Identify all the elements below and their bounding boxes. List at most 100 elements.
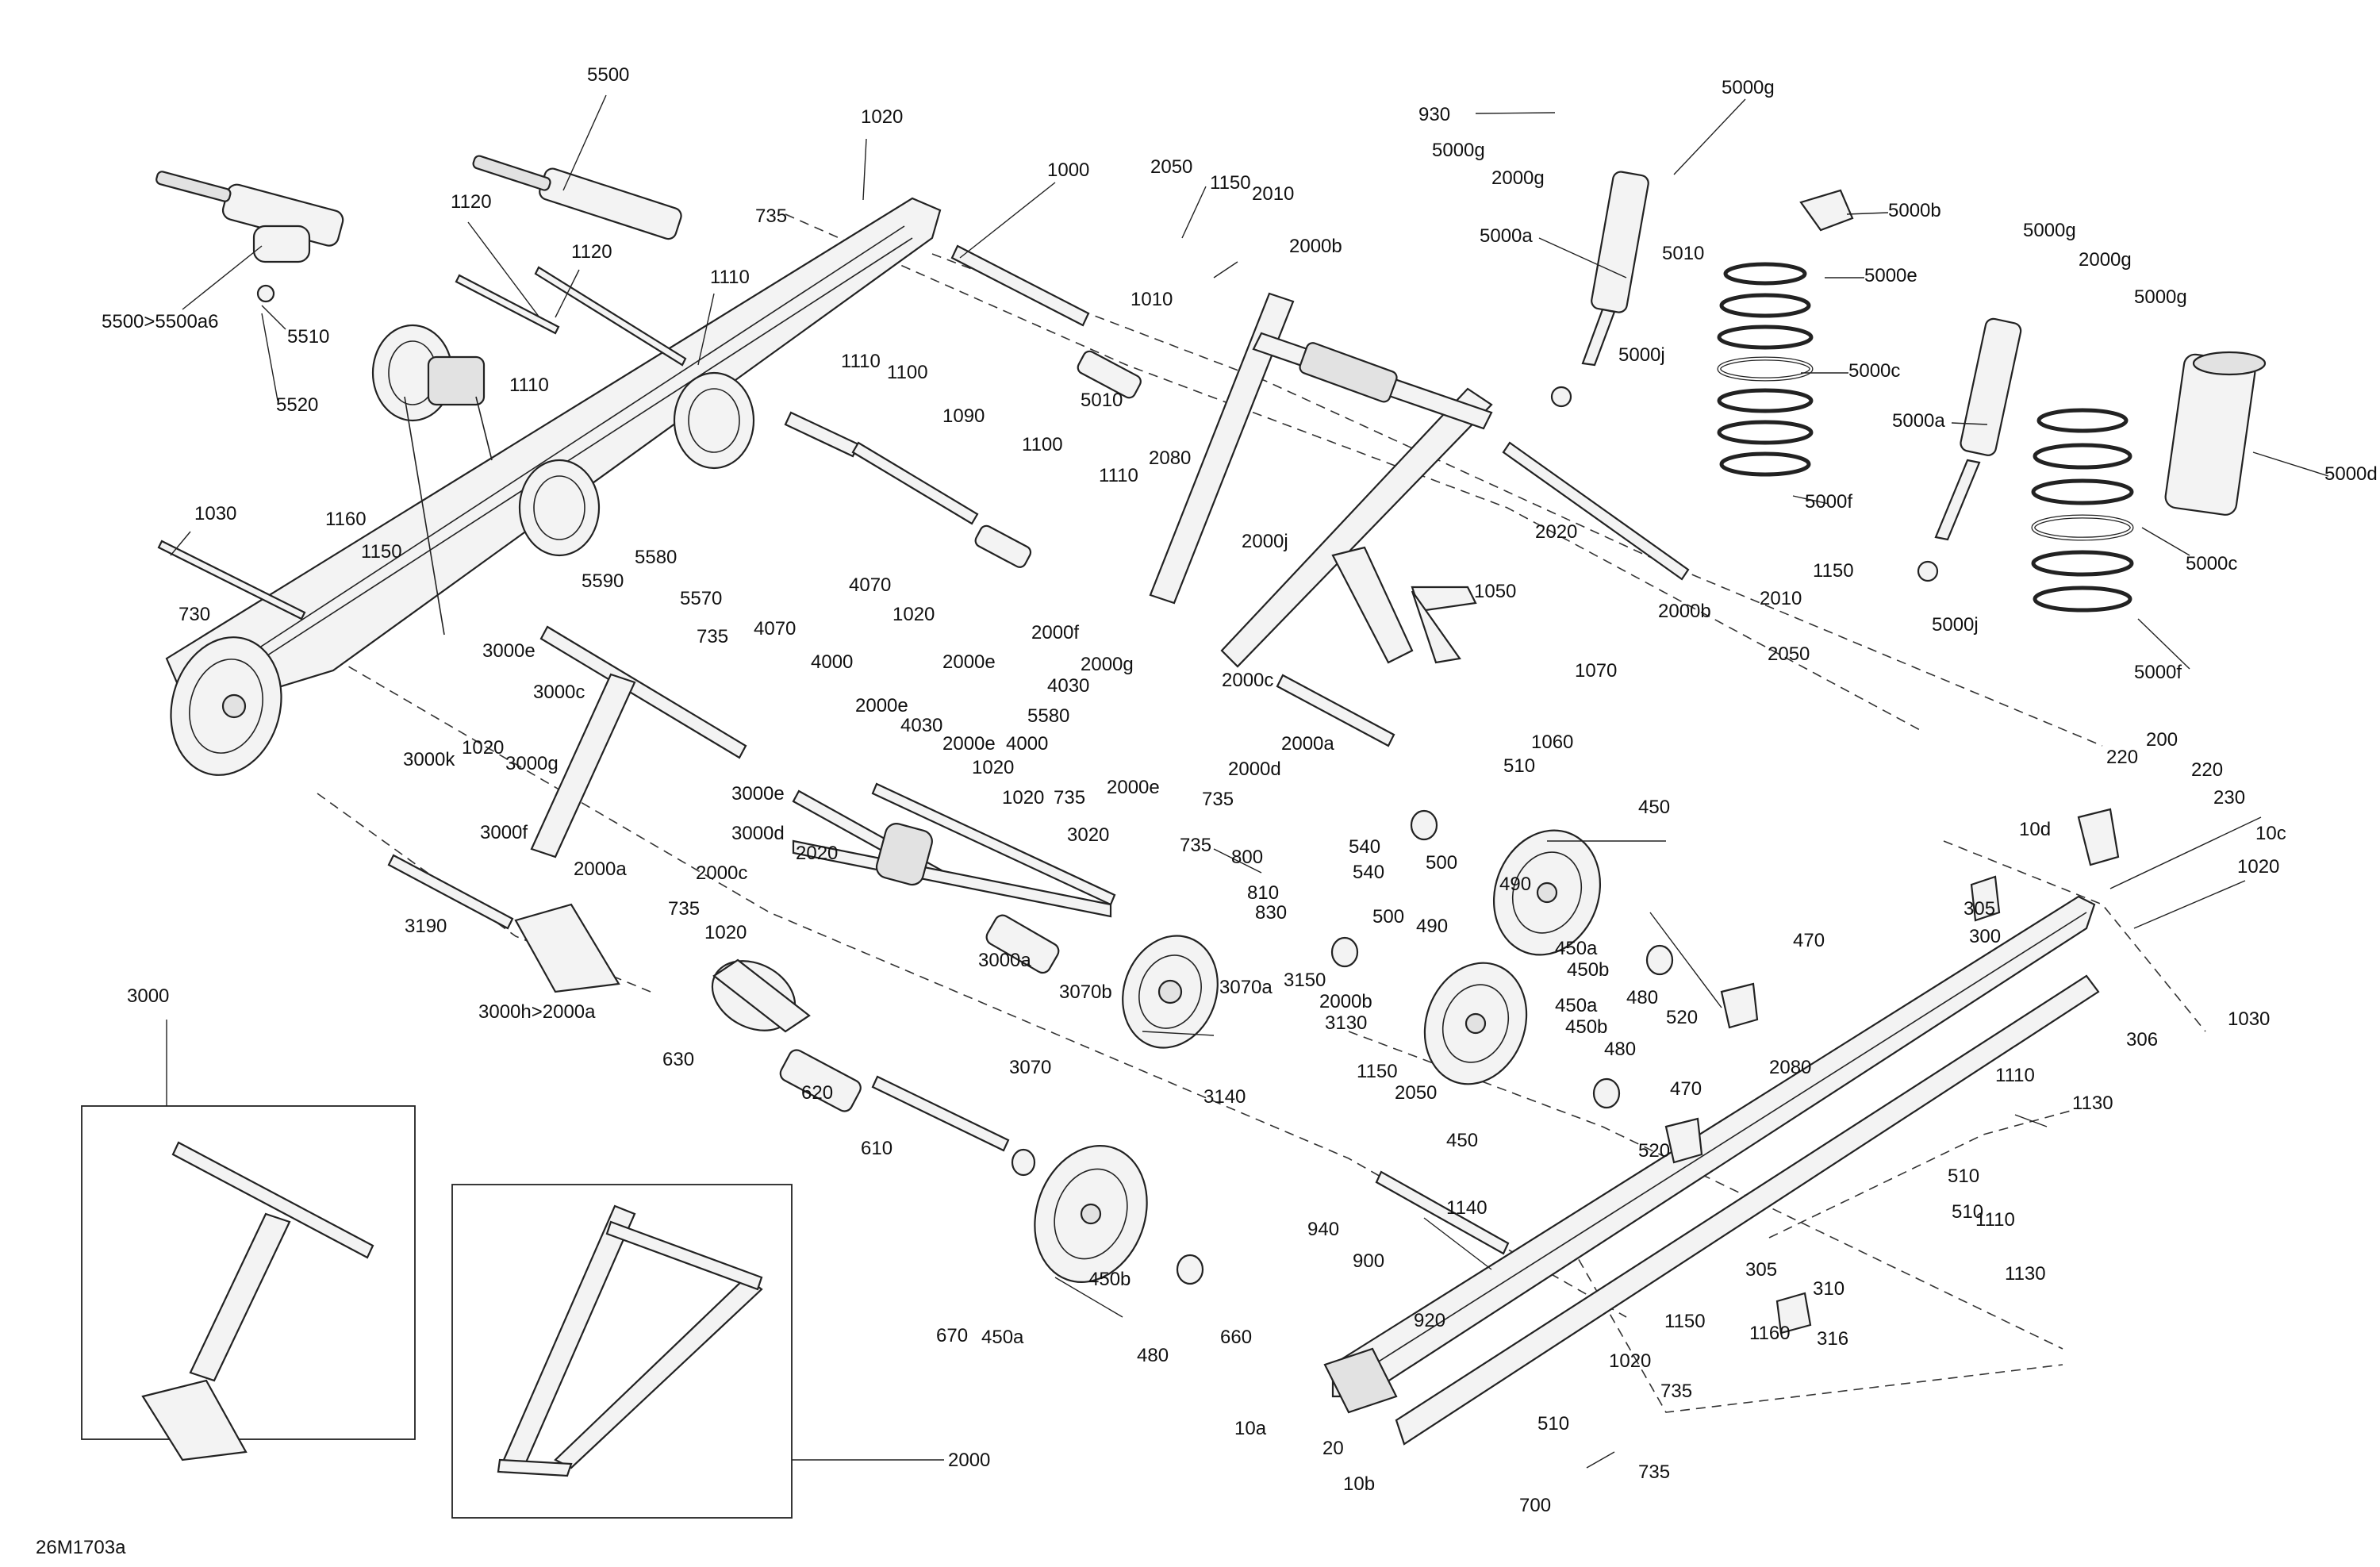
callout-label: 520 bbox=[1666, 1007, 1698, 1028]
callout-label: 1020 bbox=[462, 737, 504, 759]
callout-label: 1150 bbox=[1357, 1061, 1398, 1082]
callout-label: 2000g bbox=[1081, 654, 1134, 675]
callout-label: 500 bbox=[1372, 906, 1404, 928]
callout-label: 660 bbox=[1220, 1327, 1252, 1348]
rear-arm-assembly bbox=[155, 155, 942, 776]
callout-label: 3000a bbox=[978, 950, 1031, 971]
callout-label: 510 bbox=[1503, 755, 1535, 777]
callout-label: 3130 bbox=[1325, 1012, 1367, 1034]
callout-label: 4000 bbox=[811, 651, 853, 673]
callout-label: 10d bbox=[2019, 819, 2051, 840]
callout-label: 735 bbox=[1180, 835, 1211, 856]
callout-label: 1130 bbox=[2005, 1263, 2046, 1285]
callout-label: 450b bbox=[1088, 1269, 1130, 1290]
callout-label: 450a bbox=[1555, 995, 1598, 1016]
callout-label: 220 bbox=[2106, 747, 2138, 768]
callout-label: 2000b bbox=[1319, 991, 1372, 1012]
callout-label: 2050 bbox=[1150, 156, 1192, 178]
callout-label: 3000e bbox=[482, 640, 536, 662]
callout-label: 5000j bbox=[1618, 344, 1665, 366]
callout-label: 1120 bbox=[451, 191, 492, 213]
callout-label: 1150 bbox=[1664, 1311, 1706, 1332]
callout-label: 5000g bbox=[1432, 140, 1485, 161]
callout-label: 510 bbox=[1948, 1166, 1979, 1187]
callout-label: 2000c bbox=[1222, 670, 1273, 691]
callout-label: 305 bbox=[1745, 1259, 1777, 1281]
callout-label: 800 bbox=[1231, 847, 1263, 868]
callout-label: 5000g bbox=[2023, 220, 2076, 241]
callout-label: 1030 bbox=[194, 503, 236, 524]
idler-wheels bbox=[1011, 809, 1674, 1285]
callout-label: 1110 bbox=[710, 267, 750, 288]
callout-label: 3000e bbox=[731, 783, 785, 805]
callout-label: 5580 bbox=[1027, 705, 1069, 727]
callout-label: 730 bbox=[178, 604, 210, 625]
callout-label: 450b bbox=[1567, 959, 1609, 981]
callout-label: 5000c bbox=[1848, 360, 1900, 382]
callout-label: 2000j bbox=[1242, 531, 1288, 552]
pivot-arm-assembly bbox=[514, 625, 1112, 993]
callout-label: 1140 bbox=[1446, 1197, 1488, 1219]
callout-label: 1050 bbox=[1474, 581, 1516, 602]
callout-label: 3150 bbox=[1284, 970, 1326, 991]
callout-label: 2080 bbox=[1149, 447, 1191, 469]
callout-label: 1110 bbox=[509, 374, 549, 396]
callout-label: 920 bbox=[1414, 1310, 1445, 1331]
callout-label: 2000d bbox=[1228, 759, 1281, 780]
callout-label: 1020 bbox=[972, 757, 1014, 778]
callout-label: 940 bbox=[1307, 1219, 1339, 1240]
callout-label: 1020 bbox=[892, 604, 935, 625]
callout-label: 510 bbox=[1952, 1201, 1983, 1223]
callout-label: 735 bbox=[668, 898, 700, 920]
callout-label: 5010 bbox=[1662, 243, 1704, 264]
callout-label: 1030 bbox=[2228, 1008, 2270, 1030]
callout-label: 5000e bbox=[1864, 265, 1917, 286]
callout-label: 1070 bbox=[1575, 660, 1617, 682]
callout-label: 316 bbox=[1817, 1328, 1848, 1350]
callout-label: 3190 bbox=[405, 916, 447, 937]
callout-label: 2050 bbox=[1395, 1082, 1437, 1104]
callout-label: 2000 bbox=[948, 1450, 990, 1471]
callout-label: 510 bbox=[1537, 1413, 1569, 1434]
callout-label: 2000a bbox=[1281, 733, 1334, 755]
callout-label: 4030 bbox=[900, 715, 942, 736]
callout-label: 470 bbox=[1670, 1078, 1702, 1100]
callout-label: 5520 bbox=[276, 394, 318, 416]
callout-label: 5000g bbox=[1722, 77, 1775, 98]
callout-label: 480 bbox=[1604, 1039, 1636, 1060]
callout-label: 450a bbox=[981, 1327, 1024, 1348]
callout-label: 1120 bbox=[571, 241, 612, 263]
callout-label: 4070 bbox=[754, 618, 796, 639]
callout-label: 735 bbox=[1202, 789, 1234, 810]
callout-label: 630 bbox=[662, 1049, 694, 1070]
callout-label: 735 bbox=[697, 626, 728, 647]
callout-label: 2000b bbox=[1289, 236, 1342, 257]
callout-label: 830 bbox=[1255, 902, 1287, 924]
callout-label: 2020 bbox=[1535, 521, 1577, 543]
callout-label: 450a bbox=[1555, 938, 1598, 959]
callout-label: 1020 bbox=[1609, 1350, 1651, 1372]
callout-label: 700 bbox=[1519, 1495, 1551, 1516]
callout-label: 1110 bbox=[1995, 1065, 2035, 1086]
callout-label: 2010 bbox=[1760, 588, 1802, 609]
callout-label: 5580 bbox=[635, 547, 677, 568]
callout-label: 3070a bbox=[1219, 977, 1273, 998]
callout-label: 3070b bbox=[1059, 981, 1112, 1003]
callout-label: 4000 bbox=[1006, 733, 1048, 755]
callout-label: 930 bbox=[1418, 104, 1450, 125]
callout-label: 300 bbox=[1969, 926, 2001, 947]
callout-label: 4030 bbox=[1047, 675, 1089, 697]
callout-label: 450b bbox=[1565, 1016, 1607, 1038]
rail-assembly bbox=[1323, 808, 2120, 1446]
callout-label: 10a bbox=[1234, 1418, 1267, 1439]
callout-label: 1160 bbox=[1749, 1323, 1791, 1344]
callout-label: 3000k bbox=[403, 749, 455, 770]
callout-label: 2010 bbox=[1252, 183, 1294, 205]
callout-label: 1010 bbox=[1130, 289, 1173, 310]
callout-label: 500 bbox=[1426, 852, 1457, 874]
callout-label: 2050 bbox=[1768, 643, 1810, 665]
callout-label: 10b bbox=[1343, 1473, 1375, 1495]
callout-label: 3020 bbox=[1067, 824, 1109, 846]
callout-label: 620 bbox=[801, 1082, 833, 1104]
